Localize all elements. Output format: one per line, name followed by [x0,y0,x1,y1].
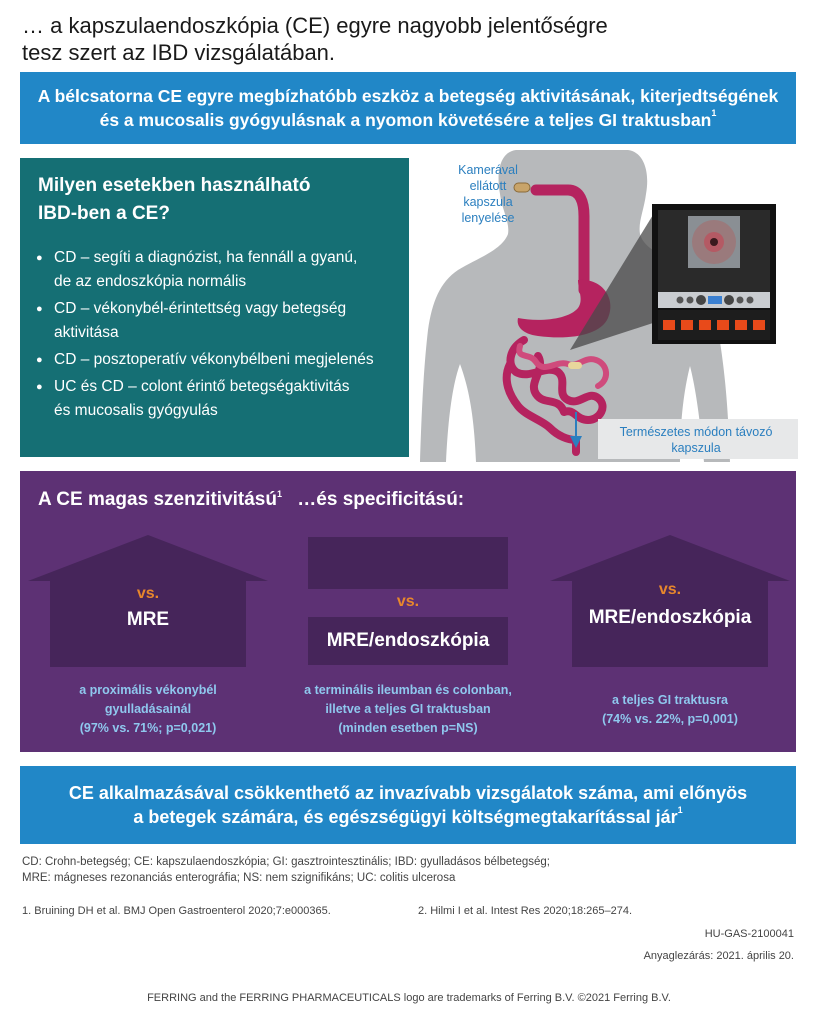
right-caption-line: a teljes GI traktusra [611,693,729,707]
specificity-heading: …és specificitású: [297,489,465,510]
exit-label: Természetes módon távozó kapszula [598,424,794,456]
list-item-line: aktivitása [54,324,119,341]
document-code: HU-GAS-2100041 [704,928,794,940]
bottom-banner-line-2-text: a betegek számára, és egészségügyi költs… [133,807,678,827]
usage-box: Milyen esetekben használható IBD-ben a C… [20,158,409,457]
middle-vs: vs. [396,593,420,610]
capsule-in-gut-icon [568,362,582,369]
closing-date: Anyaglezárás: 2021. április 20. [643,950,794,962]
control-button-icon [746,296,754,304]
list-item: CD – vékonybél-érintettség vagy betegség… [20,297,405,345]
arrow-down-icon [570,436,582,448]
body-illustration [420,150,776,462]
abbreviations: CD: Crohn-betegség; CE: kapszulaendoszkó… [22,854,802,886]
exit-label-line: Természetes módon távozó [619,425,773,439]
exit-label-background [598,419,798,459]
left-caption-line: a proximális vékonybél [79,683,217,697]
abbreviations-line: MRE: mágneses rezonanciás enterográfia; … [22,872,456,884]
middle-caption: a terminális ileumban és colonban, illet… [278,681,538,738]
top-banner-line-2: és a mucosalis gyógyulásnak a nyomon köv… [20,108,796,132]
exit-label-line: kapszula [671,441,721,455]
left-caption-line: gyulladásainál [104,702,192,716]
thumbnail [735,320,747,330]
title-line-2: tesz szert az IBD vizsgálatában. [22,40,336,65]
middle-caption-line: illetve a teljes GI traktusban [325,702,491,716]
sensitivity-heading: A CE magas szenzitivitású [38,489,277,510]
list-item: CD – posztoperatív vékonybélbeni megjele… [20,348,405,372]
trademark-notice: FERRING and the FERRING PHARMACEUTICALS … [147,992,671,1004]
capsule-label-line: kapszula [463,195,513,209]
bottom-banner-line-1: CE alkalmazásával csökkenthető az invazí… [68,783,748,803]
list-item-line: CD – vékonybél-érintettség vagy betegség [54,300,347,317]
reference-2: 2. Hilmi I et al. Intest Res 2020;18:265… [418,905,633,917]
page-title: … a kapszulaendoszkópia (CE) egyre nagyo… [22,12,802,66]
thumbnail-strip-frames [663,320,765,330]
left-label: MRE [126,609,170,630]
torso-silhouette [420,150,730,462]
reference-1: 1. Bruining DH et al. BMJ Open Gastroent… [22,905,331,917]
zoom-beam [570,210,656,350]
colon [516,343,609,389]
capsule-label: Kamerával ellátott kapszula lenyelése [440,162,536,226]
capsule-label-line: Kamerával [458,163,518,177]
usage-heading: Milyen esetekben használható IBD-ben a C… [38,172,368,228]
list-item-line: CD – posztoperatív vékonybélbeni megjele… [54,351,374,368]
list-item: UC és CD – colont érintő betegségaktivit… [20,375,405,423]
top-banner-line-2-text: és a mucosalis gyógyulásnak a nyomon köv… [99,110,712,130]
left-vs: vs. [136,585,160,602]
bottom-banner-line-2: a betegek számára, és egészségügyi költs… [20,805,796,829]
rewind-icon [696,295,706,305]
control-button-icon [676,296,684,304]
bottom-banner-footnote: 1 [677,805,683,815]
top-banner-footnote: 1 [711,108,717,118]
usage-heading-line-1: Milyen esetekben használható [38,175,311,196]
thumbnail-strip [658,310,770,340]
right-caption-line: (74% vs. 22%, p=0,001) [602,712,738,726]
middle-caption-line: a terminális ileumban és colonban, [304,683,512,697]
title-line-1: … a kapszulaendoszkópia (CE) egyre nagyo… [22,13,608,38]
list-item-line: és mucosalis gyógyulás [54,402,218,419]
thumbnail [753,320,765,330]
top-banner: A bélcsatorna CE egyre megbízhatóbb eszk… [20,72,796,144]
bottom-banner: CE alkalmazásával csökkenthető az invazí… [20,766,796,844]
right-house-shape [550,535,790,667]
thumbnail [717,320,729,330]
right-vs: vs. [658,581,682,598]
list-item-line: UC és CD – colont érintő betegségaktivit… [54,378,350,395]
middle-caption-line: (minden esetben p=NS) [338,721,478,735]
thumbnail [699,320,711,330]
endoscopic-lumen-center [710,238,718,246]
control-button-icon [736,296,744,304]
thumbnail [681,320,693,330]
right-label: MRE/endoszkópia [588,607,752,628]
capsule-icon [513,182,531,193]
comparison-panel: A CE magas szenzitivitású1 …és specifici… [20,471,796,752]
left-caption-line: (97% vs. 71%; p=0,021) [79,721,217,735]
list-item-line: CD – segíti a diagnózist, ha fennáll a g… [54,249,358,266]
esophagus [530,184,590,296]
comparison-footnote: 1 [276,489,282,499]
capsule-label-line: ellátott [469,179,507,193]
left-house-shape [28,535,268,667]
abbreviations-line: CD: Crohn-betegség; CE: kapszulaendoszkó… [22,856,551,868]
comparison-title: A CE magas szenzitivitású1 …és specifici… [38,489,464,511]
middle-label: MRE/endoszkópia [326,630,490,651]
left-caption: a proximális vékonybél gyulladásainál (9… [28,681,268,738]
usage-list: CD – segíti a diagnózist, ha fennáll a g… [20,246,405,426]
capsule-label-line: lenyelése [461,211,515,225]
top-banner-line-1: A bélcsatorna CE egyre megbízhatóbb eszk… [37,86,779,106]
middle-top-bar [308,537,508,589]
control-button-icon [686,296,694,304]
progress-indicator [708,296,722,304]
middle-bottom-bar [308,617,508,665]
thumbnail [663,320,675,330]
list-item: CD – segíti a diagnózist, ha fennáll a g… [20,246,405,294]
play-icon [724,295,734,305]
right-caption: a teljes GI traktusra (74% vs. 22%, p=0,… [550,691,790,729]
list-item-line: de az endoszkópia normális [54,273,247,290]
usage-heading-line-2: IBD-ben a CE? [38,203,170,224]
